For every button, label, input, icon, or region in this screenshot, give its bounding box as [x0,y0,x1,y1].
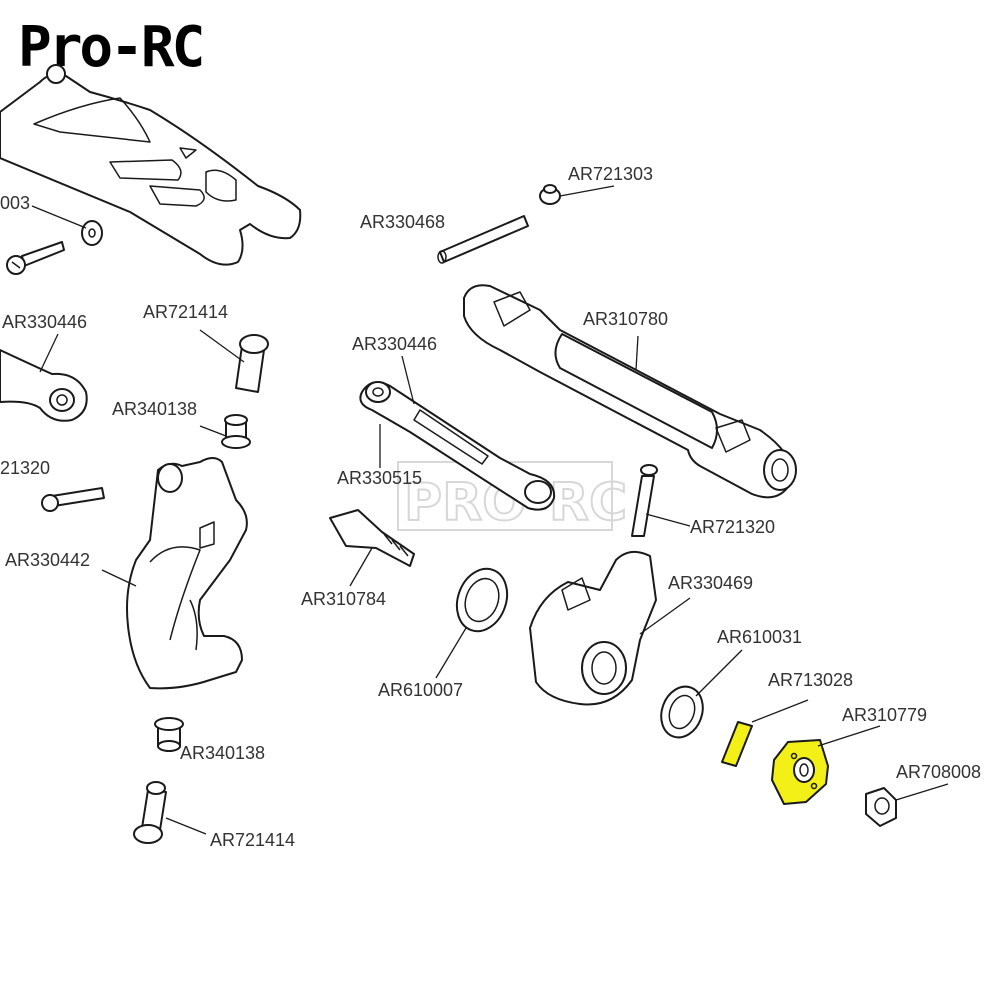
leader-line [635,335,639,371]
leader-line [435,627,467,679]
part-label-ar330446-mid: AR330446 [352,334,437,354]
leader-line [695,649,743,697]
highlighted-wheel-hex-part [771,739,829,805]
part-label-ar310784: AR310784 [301,589,386,609]
part-label-ar330469: AR330469 [668,573,753,593]
knuckle-part [529,550,657,706]
leader-line [401,355,415,405]
part-label-ar340138-top: AR340138 [112,399,197,419]
leader-line [639,597,691,635]
pin-part [437,215,529,264]
part-label-ar721320: AR721320 [690,517,775,537]
part-label-ar610007: AR610007 [378,680,463,700]
part-label-ar330446-left: AR330446 [2,312,87,332]
part-label-ar330468: AR330468 [360,212,445,232]
highlighted-drive-pin-part [721,721,753,767]
leader-line [199,329,245,363]
part-label-ar713028: AR713028 [768,670,853,690]
washer-part [81,220,103,246]
leader-line [817,725,881,747]
pin-part [235,334,269,393]
screw-part [631,464,658,537]
leader-line [165,817,207,835]
part-label-ar340138-bottom: AR340138 [180,743,265,763]
leader-line [101,569,137,587]
leader-line [31,205,87,229]
leader-line [199,425,227,437]
turnbuckle-left-part [0,349,88,422]
pin-part [133,781,167,844]
bearing-part [660,685,704,739]
leader-line [751,699,809,723]
bushing-part [221,414,251,449]
part-label-ar330442: AR330442 [5,550,90,570]
brand-logo-text: Pro-RC [18,15,202,80]
nut-part [539,184,561,205]
screw-part [41,487,105,512]
part-label-ar330515: AR330515 [337,468,422,488]
leader-line [559,185,615,197]
driveshaft-part [463,284,797,499]
part-label-ar721414-top: AR721414 [143,302,228,322]
hub-carrier-part [126,457,248,690]
part-label-ar310780: AR310780 [583,309,668,329]
part-label-ar721414-bottom: AR721414 [210,830,295,850]
a-arm-part [0,64,302,266]
part-label-ar708008: AR708008 [896,762,981,782]
screw-part [6,241,65,275]
part-label-ar721303: AR721303 [568,164,653,184]
leader-line [895,783,949,801]
axle-part [329,509,415,567]
bushing-part [154,717,184,752]
part-label-ar610031: AR610031 [717,627,802,647]
part-label-003-partial: 003 [0,193,30,213]
leader-line [645,513,691,527]
turnbuckle-mid-part [359,381,556,511]
part-label-ar310779: AR310779 [842,705,927,725]
leader-line [349,547,373,587]
part-label-21320-partial: 21320 [0,458,50,478]
bearing-part [455,567,509,633]
lock-nut-part [865,787,897,827]
leader-line [39,333,59,373]
